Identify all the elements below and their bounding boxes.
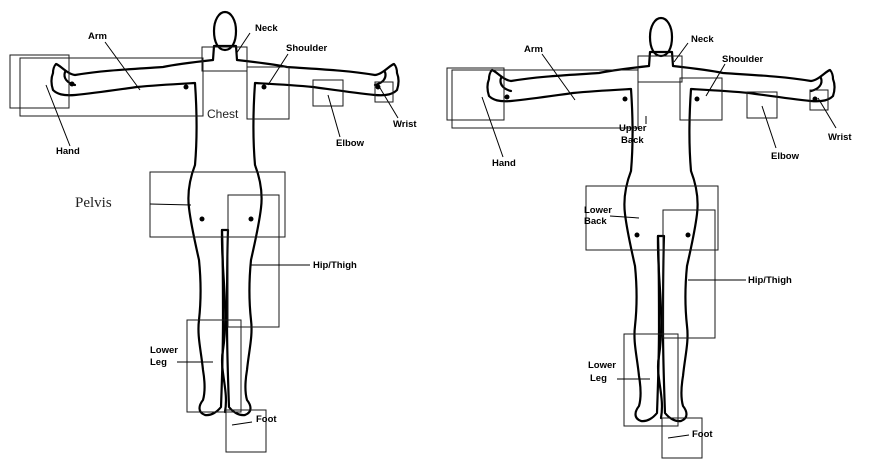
label-hip-thigh: Hip/Thigh: [313, 260, 357, 271]
label-shoulder: Shoulder: [722, 54, 763, 65]
joint-dot: [200, 217, 205, 222]
joint-dot: [635, 233, 640, 238]
label-hip-thigh: Hip/Thigh: [748, 275, 792, 286]
joint-dot: [813, 97, 818, 102]
label-arm: Arm: [88, 31, 107, 42]
figure-a: Arm Neck Shoulder Chest Hand Elbow Wrist…: [10, 12, 417, 452]
label-lower-back-line2: Back: [584, 216, 607, 227]
joint-dot: [70, 82, 75, 87]
label-lower-back-line1: Lower: [584, 205, 612, 216]
label-wrist: Wrist: [393, 119, 417, 130]
label-wrist: Wrist: [828, 132, 852, 143]
label-hand: Hand: [492, 158, 516, 169]
label-shoulder: Shoulder: [286, 43, 327, 54]
joint-dot: [695, 97, 700, 102]
label-neck: Neck: [255, 23, 278, 34]
label-elbow: Elbow: [336, 138, 365, 149]
joint-dot: [376, 85, 381, 90]
joint-dot: [505, 95, 510, 100]
label-upper-back-line2: Back: [621, 135, 644, 146]
label-foot: Foot: [256, 414, 277, 425]
label-lower-leg-line1: Lower: [588, 360, 616, 371]
joint-dot: [184, 85, 189, 90]
label-hand: Hand: [56, 146, 80, 157]
joint-dot: [686, 233, 691, 238]
label-arm: Arm: [524, 44, 543, 55]
joint-dot: [262, 85, 267, 90]
label-neck: Neck: [691, 34, 714, 45]
body-outline-front: [52, 12, 399, 415]
label-pelvis: Pelvis: [75, 195, 112, 211]
body-outline-back: [488, 18, 835, 421]
label-elbow: Elbow: [771, 151, 800, 162]
label-lower-leg-line2: Leg: [590, 373, 607, 384]
joint-dot: [249, 217, 254, 222]
label-foot: Foot: [692, 429, 713, 440]
figure-b: Arm Neck Shoulder Upper Back Hand Elbow …: [447, 18, 852, 458]
joint-dot: [623, 97, 628, 102]
label-lower-leg-line1: Lower: [150, 345, 178, 356]
label-upper-back-line1: Upper: [619, 123, 647, 134]
label-chest: Chest: [207, 107, 239, 121]
label-lower-leg-line2: Leg: [150, 357, 167, 368]
